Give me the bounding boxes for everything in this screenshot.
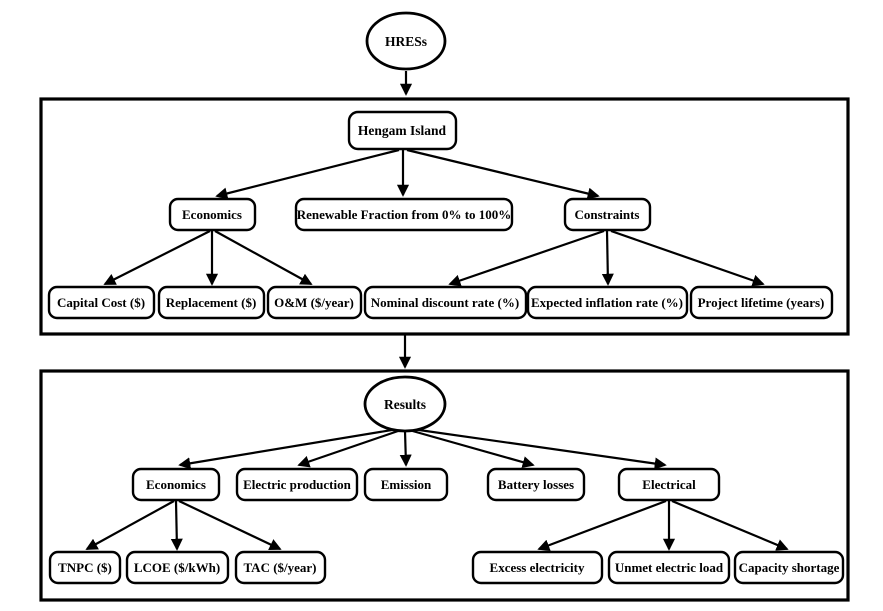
node-unmet-electric-load-label: Unmet electric load (615, 560, 724, 575)
node-nominal-discount: Nominal discount rate (%) (363, 285, 528, 320)
node-emission: Emission (363, 467, 449, 502)
node-tac-label: TAC ($/year) (243, 560, 316, 575)
node-replacement-box (157, 285, 266, 320)
node-capital-cost-label: Capital Cost ($) (57, 295, 145, 310)
node-electric-production: Electric production (235, 467, 359, 502)
node-capacity-shortage: Capacity shortage (733, 550, 845, 585)
node-electrical-box (617, 467, 721, 502)
node-constraints-box (563, 197, 652, 232)
node-results: Results (363, 375, 447, 433)
arrow-economics-to-tnpc (85, 500, 175, 550)
node-hengam-island: Hengam Island (347, 110, 458, 151)
arrow-results-to-battery-losses (408, 428, 535, 469)
node-economics-results: Economics (131, 467, 221, 502)
node-economics-inputs: Economics (168, 197, 257, 232)
arrow-hengam-to-economics (215, 148, 400, 200)
inputs-group-box (39, 97, 850, 336)
node-tac-box (234, 550, 327, 585)
node-electrical: Electrical (617, 467, 721, 502)
node-renewable-fraction-box (294, 197, 514, 232)
node-hress-label: HRESs (385, 34, 427, 49)
node-battery-losses-label: Battery losses (498, 477, 574, 492)
arrow-economics-to-tac (178, 500, 282, 551)
node-project-lifetime: Project lifetime (years) (689, 285, 834, 320)
arrow-results-to-economics (178, 427, 399, 470)
node-lcoe-box (125, 550, 230, 585)
node-results-shape (363, 375, 447, 433)
node-battery-losses-box (486, 467, 586, 502)
node-capacity-shortage-box (733, 550, 845, 585)
node-constraints-label: Constraints (574, 207, 639, 222)
node-expected-inflation: Expected inflation rate (%) (526, 285, 689, 320)
arrow-economics-to-lcoe (170, 500, 183, 551)
node-capacity-shortage-label: Capacity shortage (739, 560, 840, 575)
node-nominal-discount-box (363, 285, 528, 320)
node-excess-electricity-box (471, 550, 604, 585)
node-electric-production-box (235, 467, 359, 502)
node-electric-production-label: Electric production (243, 477, 351, 492)
node-economics-inputs-box (168, 197, 257, 232)
arrow-results-to-emission (399, 430, 412, 467)
node-capital-cost-box (47, 285, 156, 320)
node-economics-results-box (131, 467, 221, 502)
node-excess-electricity: Excess electricity (471, 550, 604, 585)
node-results-label: Results (384, 397, 426, 412)
node-battery-losses: Battery losses (486, 467, 586, 502)
arrow-results-to-electrical (411, 427, 667, 470)
node-project-lifetime-box (689, 285, 834, 320)
node-hengam-island-label: Hengam Island (358, 123, 447, 138)
node-om-label: O&M ($/year) (274, 295, 354, 310)
node-expected-inflation-label: Expected inflation rate (%) (531, 295, 683, 310)
node-tac: TAC ($/year) (234, 550, 327, 585)
arrow-hengam-to-constraints (406, 148, 600, 200)
arrow-constraints-to-expected-inflation (601, 230, 614, 286)
node-replacement: Replacement ($) (157, 285, 266, 320)
node-hengam-island-box (347, 110, 458, 151)
arrow-results-to-electric-production (297, 428, 402, 468)
node-electrical-label: Electrical (642, 477, 696, 492)
arrow-electrical-to-capacity-shortage (671, 499, 789, 551)
node-replacement-label: Replacement ($) (166, 295, 257, 310)
arrow-economics-to-capital-cost (103, 230, 211, 285)
arrow-constraints-to-project-lifetime (610, 229, 765, 287)
node-project-lifetime-label: Project lifetime (years) (698, 295, 825, 310)
node-lcoe: LCOE ($/kWh) (125, 550, 230, 585)
node-excess-electricity-label: Excess electricity (490, 560, 585, 575)
arrow-constraints-to-nominal-discount (448, 229, 605, 287)
node-emission-box (363, 467, 449, 502)
node-tnpc: TNPC ($) (48, 550, 122, 585)
node-om-box (266, 285, 363, 320)
node-emission-label: Emission (381, 477, 432, 492)
node-renewable-fraction: Renewable Fraction from 0% to 100% (294, 197, 514, 232)
node-constraints: Constraints (563, 197, 652, 232)
node-economics-inputs-label: Economics (182, 207, 242, 222)
node-renewable-fraction-label: Renewable Fraction from 0% to 100% (297, 207, 512, 222)
node-economics-results-label: Economics (146, 477, 206, 492)
node-tnpc-label: TNPC ($) (58, 560, 112, 575)
node-capital-cost: Capital Cost ($) (47, 285, 156, 320)
node-hress: HRESs (365, 11, 447, 71)
node-om: O&M ($/year) (266, 285, 363, 320)
results-group-box (39, 369, 850, 602)
node-tnpc-box (48, 550, 122, 585)
node-hress-shape (365, 11, 447, 71)
node-nominal-discount-label: Nominal discount rate (%) (371, 295, 519, 310)
node-unmet-electric-load-box (607, 550, 731, 585)
arrow-electrical-to-excess-electricity (537, 499, 667, 552)
node-unmet-electric-load: Unmet electric load (607, 550, 731, 585)
node-lcoe-label: LCOE ($/kWh) (134, 560, 220, 575)
arrow-economics-to-om (214, 230, 313, 285)
node-expected-inflation-box (526, 285, 689, 320)
